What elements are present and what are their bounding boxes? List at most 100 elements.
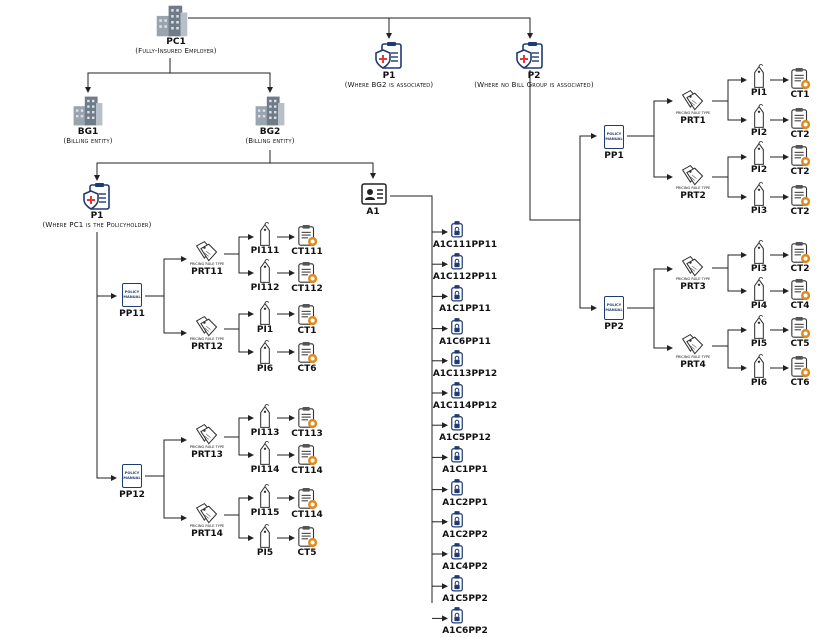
contract-term-icon: [790, 107, 812, 131]
pricing-rule-caption: PRICING RULE TYPE: [189, 262, 225, 266]
pricing-rule-caption: PRICING RULE TYPE: [189, 524, 225, 528]
node-ct5_l: CT5: [297, 548, 317, 558]
account-item-label: A1C1PP11: [439, 304, 491, 315]
account-item-label: A1C113PP12: [432, 368, 498, 379]
contract-term-icon: [297, 261, 319, 285]
account-item-label: A1C5PP12: [439, 433, 491, 444]
account-item-icon: [450, 606, 464, 624]
account-item-label: A1C6PP11: [439, 336, 491, 347]
node-ct113: CT113: [291, 429, 323, 439]
account-item-label: A1C111PP11: [432, 240, 498, 250]
contract-term-icon: [297, 303, 319, 327]
building-icon: [155, 3, 189, 39]
price-tag-icon: [256, 259, 274, 285]
building-icon: [72, 95, 104, 127]
node-pp11: PP11: [119, 309, 145, 319]
policy-shield-icon: [82, 182, 112, 212]
node-pi113: PI113: [250, 428, 280, 438]
account-item-label: A1C2PP2: [442, 529, 488, 540]
contract-term-icon: [790, 316, 812, 340]
node-ct2_r3: CT2: [790, 207, 810, 217]
node-prt3: PRT3: [680, 282, 706, 292]
node-pi2_r1: PI2: [750, 128, 768, 138]
account-item-label: A1C1PP1: [442, 465, 488, 476]
manual-icon-text: POLICY: [606, 303, 622, 307]
node-bg2: BG2(Billing entity): [245, 127, 295, 145]
node-ct6_l: CT6: [297, 364, 317, 374]
node-pi6_r: PI6: [750, 378, 768, 388]
pricing-rule-caption: PRICING RULE TYPE: [675, 277, 711, 281]
account-item-label: A1C2PP1: [442, 497, 488, 508]
node-prt11: PRT11: [191, 267, 223, 277]
pricing-rule-caption: PRICING RULE TYPE: [189, 445, 225, 449]
node-p1-top: P1(Where BG2 is associated): [344, 71, 434, 89]
node-pp12: PP12: [119, 490, 145, 500]
node-ct1_r: CT1: [790, 90, 810, 100]
price-tag-icon: [750, 141, 768, 167]
contract-term-icon: [790, 355, 812, 379]
building-icon: [254, 95, 286, 127]
contract-term-icon: [790, 67, 812, 91]
price-tag-icon: [256, 301, 274, 327]
manual-icon-text: POLICY: [606, 132, 622, 136]
node-pi112: PI112: [250, 283, 280, 293]
node-pi5_l: PI5: [256, 548, 274, 558]
price-tag-icon: [750, 354, 768, 380]
account-item-icon: [450, 349, 464, 367]
price-tag-icon: [256, 404, 274, 430]
price-tag-icon: [750, 104, 768, 130]
node-prt2: PRT2: [680, 191, 706, 201]
node-ct4_r: CT4: [790, 301, 810, 311]
account-item-label: A1C114PP12: [432, 401, 498, 411]
node-ct111: CT111: [291, 247, 323, 257]
node-prt1: PRT1: [680, 116, 706, 126]
node-bg1: BG1(Billing entity): [63, 127, 113, 145]
price-tag-icon: [256, 340, 274, 366]
node-pp2: PP2: [604, 322, 624, 332]
manual-icon-text: MANUAL: [605, 307, 623, 312]
account-item-icon: [450, 220, 464, 238]
price-tag-icon: [750, 240, 768, 266]
account-item-label: A1C5PP2: [442, 594, 488, 605]
node-ct1_l: CT1: [297, 326, 317, 336]
account-item-icon: [450, 413, 464, 431]
manual-icon-text: MANUAL: [605, 136, 623, 141]
node-pi3_r2: PI3: [750, 264, 768, 274]
node-ct5_r: CT5: [790, 339, 810, 349]
pricing-rule-caption: PRICING RULE TYPE: [675, 186, 711, 190]
account-item-label: A1C112PP11: [432, 272, 498, 283]
price-tag-icon: [750, 315, 768, 341]
price-tag-icon: [750, 64, 768, 90]
node-prt4: PRT4: [680, 360, 706, 370]
node-pp1: PP1: [604, 151, 624, 161]
account-item-label: A1C4PP2: [442, 562, 488, 572]
node-ct114_a: CT114: [291, 466, 323, 476]
node-pi1_r: PI1: [750, 88, 768, 98]
contract-term-icon: [297, 443, 319, 467]
contract-term-icon: [297, 525, 319, 549]
node-pc1: PC1(Fully-Insured Employer): [135, 37, 217, 55]
account-item-icon: [450, 252, 464, 270]
price-tag-icon: [256, 484, 274, 510]
manual-icon-text: MANUAL: [123, 475, 141, 480]
node-ct2_r2: CT2: [790, 167, 810, 177]
account-item-icon: [450, 284, 464, 302]
node-pi1_l: PI1: [256, 325, 274, 335]
contract-term-icon: [297, 341, 319, 365]
contract-term-icon: [297, 487, 319, 511]
node-pi115: PI115: [250, 508, 280, 518]
node-prt12: PRT12: [191, 342, 223, 352]
node-p2: P2(Where no Bill Group is associated): [474, 71, 594, 89]
contract-term-icon: [790, 184, 812, 208]
pricing-rule-caption: PRICING RULE TYPE: [189, 337, 225, 341]
account-item-icon: [450, 478, 464, 496]
node-prt14: PRT14: [191, 529, 223, 539]
node-pi114: PI114: [250, 465, 280, 475]
node-ct2_r1: CT2: [790, 130, 810, 140]
node-pi2_r2: PI2: [750, 165, 768, 175]
